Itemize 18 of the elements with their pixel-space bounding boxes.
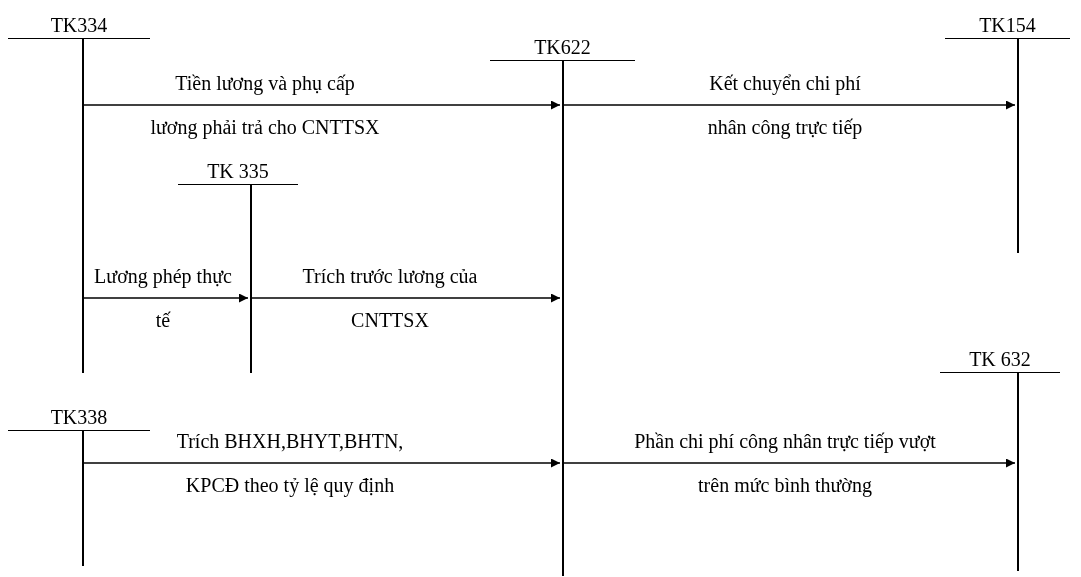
arrow: [563, 100, 1016, 110]
edge-label: Phần chi phí công nhân trực tiếp vượt trên mức bình thường: [633, 429, 937, 499]
account-title: TK 335: [178, 160, 298, 185]
arrow: [83, 458, 561, 468]
edge-label: Tiền lương và phụ cấp lương phải trả cho CNTTSX: [150, 71, 380, 141]
edge-label: Lương phép thực tế: [93, 264, 233, 333]
account-title: TK338: [8, 406, 150, 431]
account-title: TK 632: [940, 348, 1060, 373]
arrow: [83, 100, 561, 110]
arrow: [83, 293, 249, 303]
account-title: TK154: [945, 14, 1070, 39]
arrow: [251, 293, 561, 303]
account-title: TK334: [8, 14, 150, 39]
arrow: [563, 458, 1016, 468]
account-title: TK622: [490, 36, 635, 61]
edge-label: Trích trước lương của CNTTSX: [301, 264, 479, 333]
edge-label: Trích BHXH,BHYT,BHTN, KPCĐ theo tỷ lệ quy định: [175, 429, 405, 499]
edge-label: Kết chuyển chi phí nhân công trực tiếp: [706, 71, 864, 141]
